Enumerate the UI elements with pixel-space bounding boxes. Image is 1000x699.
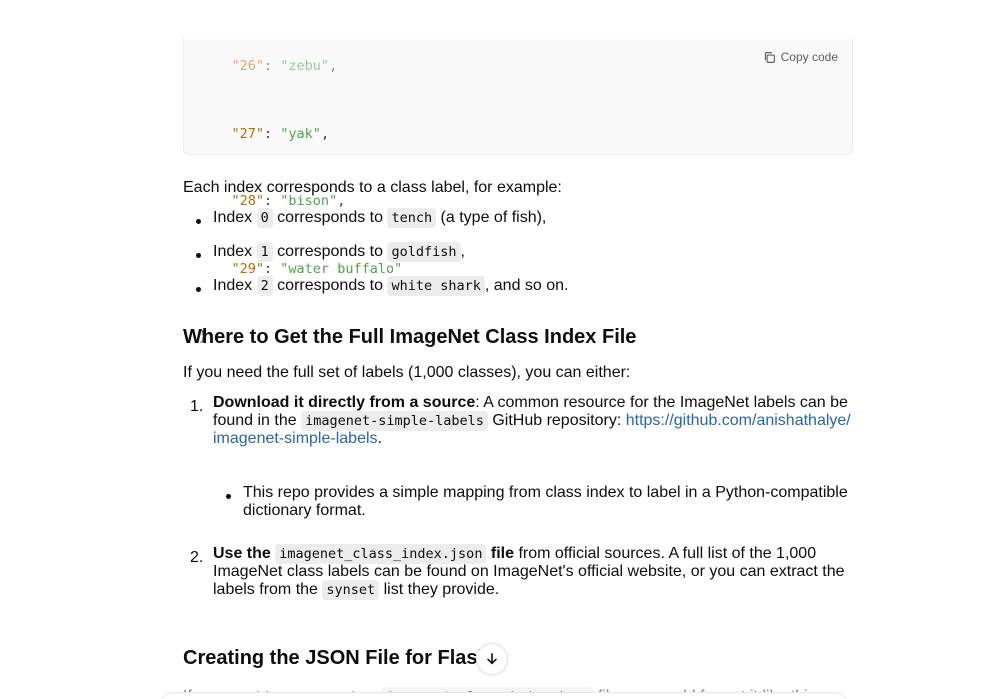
code-line: } — [199, 328, 208, 344]
arrow-down-icon — [487, 652, 497, 665]
code-line: "28": "bison", — [231, 193, 346, 209]
list-number: 1. — [190, 398, 204, 415]
section-heading: Where to Get the Full ImageNet Class Ind… — [183, 326, 637, 348]
header-fade — [0, 0, 1000, 41]
code-line: "29": "water buffalo" — [231, 260, 403, 277]
copy-code-label: Copy code — [780, 50, 838, 64]
scroll-to-bottom-button[interactable] — [476, 643, 508, 675]
example-item: Index 0 corresponds to tench (a type of … — [213, 208, 547, 228]
sub-list-item: This repo provides a simple mapping from… — [243, 484, 848, 519]
code-line: "27": "yak", — [231, 125, 330, 142]
github-link-continued[interactable]: imagenet-simple-labels — [213, 430, 378, 447]
example-item: Index 1 corresponds to goldfish, — [213, 242, 465, 262]
code-line: "26": "zebu", — [231, 58, 338, 74]
bullet — [226, 494, 231, 499]
bullet — [196, 287, 201, 292]
copy-icon — [764, 51, 775, 63]
message-composer[interactable] — [158, 692, 850, 699]
code-content: "26": "zebu", "27": "yak", "28": "bison"… — [199, 28, 402, 393]
bullet — [196, 253, 201, 258]
list-item-official: Use the imagenet_class_index.json file f… — [213, 544, 845, 600]
list-number: 2. — [190, 549, 204, 566]
github-link[interactable]: https://github.com/anishathalye/ — [625, 412, 851, 429]
list-item-download: Download it directly from a source: A co… — [213, 394, 851, 447]
bullet — [196, 219, 201, 224]
section-heading: Creating the JSON File for Flask — [183, 647, 489, 669]
section-lead: If you need the full set of labels (1,00… — [183, 364, 631, 381]
intro-paragraph: Each index corresponds to a class label,… — [183, 179, 562, 196]
example-item: Index 2 corresponds to white shark, and … — [213, 276, 569, 296]
copy-code-button[interactable]: Copy code — [763, 50, 838, 64]
